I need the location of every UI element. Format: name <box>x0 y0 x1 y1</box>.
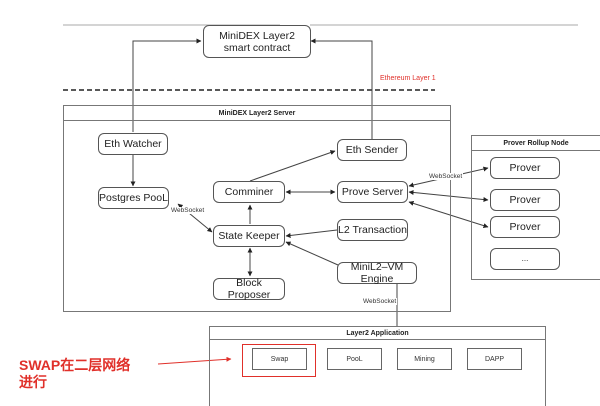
prover-node-1[interactable]: Prover <box>490 157 560 179</box>
eth-sender-node[interactable]: Eth Sender <box>337 139 407 161</box>
block-proposer-node[interactable]: Block Proposer <box>213 277 285 301</box>
swap-annotation: SWAP在二层网络进行 <box>19 357 131 390</box>
swap-highlight <box>242 344 316 377</box>
prover-node-more[interactable]: ... <box>490 248 560 270</box>
edge-vm-to-keeper <box>285 241 339 266</box>
prover-rollup-container: Prover Rollup Node <box>471 135 600 280</box>
smart-contract-node[interactable]: MiniDEX Layer2 smart contract <box>203 25 311 58</box>
edge-watcher-to-contract <box>132 38 202 132</box>
layer2-server-container: MiniDEX Layer2 Server <box>63 105 451 312</box>
layer2-server-title: MiniDEX Layer2 Server <box>64 106 450 121</box>
layer2-application-title: Layer2 Application <box>210 327 545 340</box>
app-swap[interactable]: Swap <box>252 348 307 370</box>
edge-prove-prover3 <box>408 200 489 229</box>
prover-node-3[interactable]: Prover <box>490 216 560 238</box>
layer2-application-container: Layer2 Application <box>209 326 546 406</box>
smart-contract-line1: MiniDEX Layer2 <box>219 29 295 42</box>
app-mining[interactable]: Mining <box>397 348 452 370</box>
postgres-pool-node[interactable]: Postgres PooL <box>98 187 169 209</box>
websocket-label-prover: WebSocket <box>428 173 464 180</box>
comminer-node[interactable]: Comminer <box>213 181 285 203</box>
app-dapp[interactable]: DAPP <box>467 348 522 370</box>
edge-l2tx-to-keeper <box>285 229 338 238</box>
state-keeper-node[interactable]: State Keeper <box>213 225 285 247</box>
eth-watcher-node[interactable]: Eth Watcher <box>98 133 168 155</box>
annotation-arrow <box>157 356 232 365</box>
prover-node-2[interactable]: Prover <box>490 189 560 211</box>
app-pool[interactable]: PooL <box>327 348 382 370</box>
prover-rollup-title: Prover Rollup Node <box>472 136 600 151</box>
smart-contract-line2: smart contract <box>223 41 291 54</box>
layer1-label: Ethereum Layer 1 <box>380 75 436 82</box>
edge-prove-prover2 <box>408 189 489 203</box>
edge-sender-to-contract <box>310 38 373 140</box>
websocket-label-postgres: WebSocket <box>170 207 206 214</box>
vm-engine-node[interactable]: MiniL2–VM Engine <box>337 261 417 285</box>
edge-comminer-to-sender <box>249 150 336 182</box>
prove-server-node[interactable]: Prove Server <box>337 181 408 203</box>
websocket-label-app: WebSocket <box>362 298 398 305</box>
l2-transaction-node[interactable]: L2 Transaction <box>337 219 408 241</box>
